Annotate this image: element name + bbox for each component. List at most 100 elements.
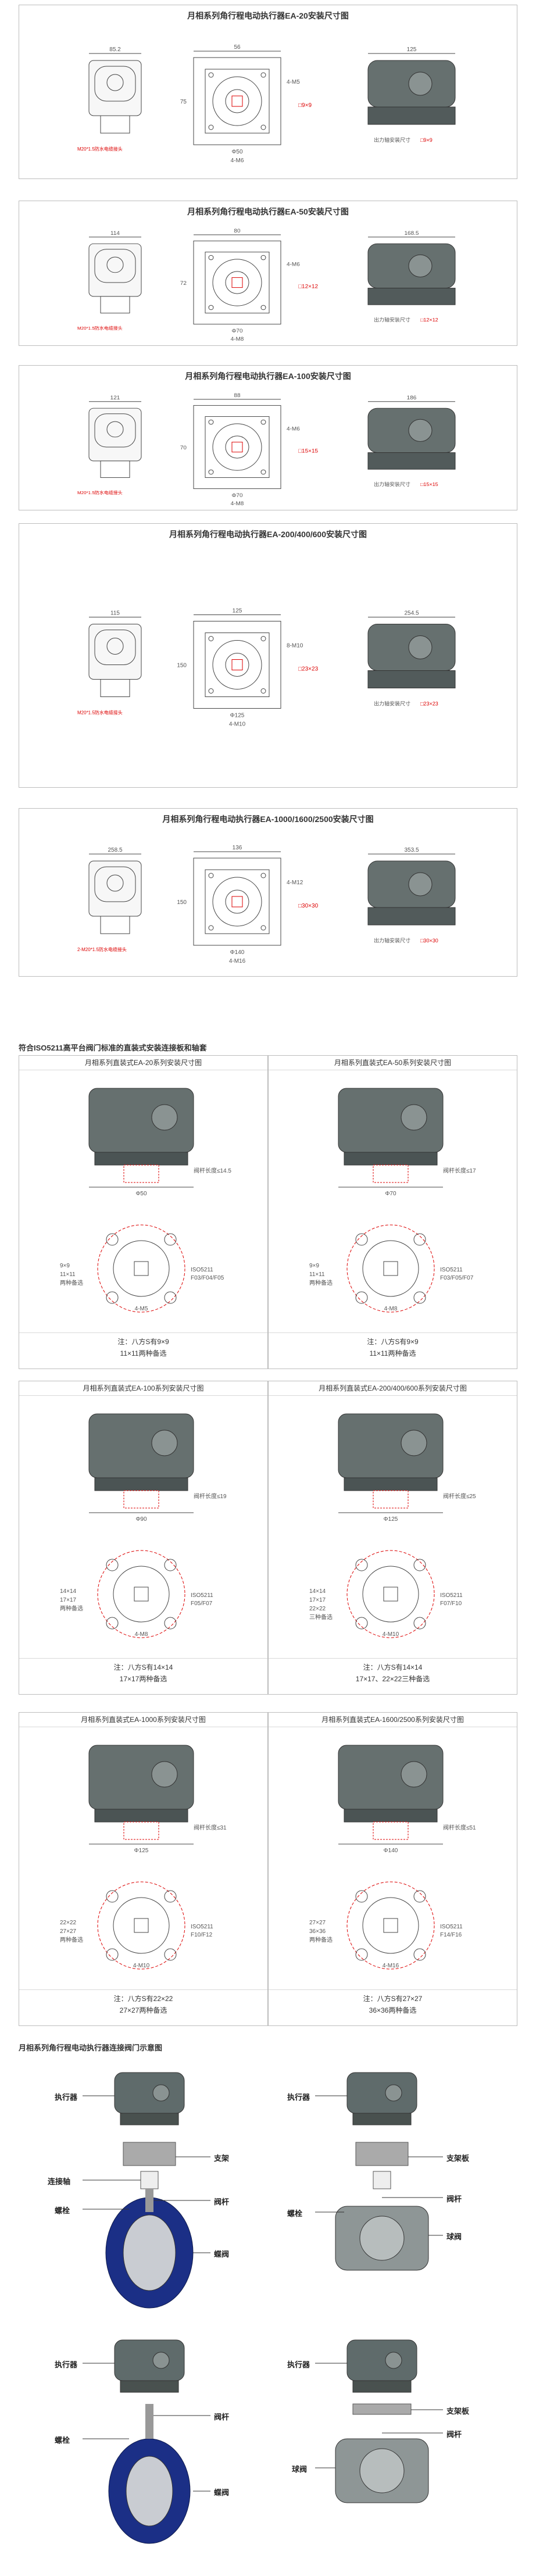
- panel-title: 月相系列角行程电动执行器EA-20安装尺寸图: [187, 11, 349, 20]
- dimension-drawing: 85.2 M20*1.5防水电缆接头 56 4-M5 Φ50 4-M6 75 □…: [77, 44, 456, 164]
- note-line-2: 11×11两种备选: [369, 1349, 416, 1357]
- dimension-panel: 月相系列角行程电动执行器EA-50安装尺寸图 114 M20*1.5防水电缆接头…: [19, 201, 517, 346]
- iso-cell: 月相系列直装式EA-1000系列安装尺寸图 Φ125 阀杆长度≤31 22×22…: [19, 1712, 268, 2026]
- side-view: 115 M20*1.5防水电缆接头: [77, 610, 142, 716]
- part-label-ball: 球阀: [292, 2465, 308, 2474]
- dim-length-label: 168.5: [404, 230, 419, 237]
- shaft-size-option: 22×22: [309, 1606, 326, 1612]
- dim-circle-label: Φ125: [230, 713, 245, 719]
- stem-length: 阀杆长度≤19: [194, 1492, 227, 1500]
- shaft-note-size: □15×15: [420, 481, 438, 487]
- shaft-note-size: □23×23: [420, 701, 438, 707]
- iso-flange-label: F07/F10: [440, 1600, 462, 1607]
- dimension-drawing: 115 M20*1.5防水电缆接头 125 8-M10 Φ125 4-M10 1…: [77, 608, 456, 728]
- shaft-size-option: 22×22: [60, 1920, 77, 1926]
- note-line-1: 注：八方S有14×14: [363, 1663, 423, 1671]
- shaft-size-option: 两种备选: [309, 1936, 333, 1943]
- shaft-size-option: 两种备选: [60, 1936, 83, 1943]
- shaft-size-option: 17×17: [309, 1597, 326, 1603]
- panel-title: 月相系列角行程电动执行器EA-1000/1600/2500安装尺寸图: [162, 814, 374, 824]
- dim-mount-label: 4-M10: [229, 721, 246, 728]
- iso-cell-title: 月相系列直装式EA-20系列安装尺寸图: [19, 1056, 267, 1070]
- stem-length: 阀杆长度≤17: [443, 1167, 476, 1174]
- shaft-size-option: 27×27: [309, 1920, 326, 1926]
- ball-assembly-1: [335, 2072, 429, 2271]
- shaft-size-label: □30×30: [298, 903, 319, 909]
- part-label-actuator: 执行器: [55, 2093, 78, 2102]
- iso-flange-label: ISO5211: [191, 1592, 213, 1599]
- panel-title: 月相系列角行程电动执行器EA-50安装尺寸图: [187, 207, 349, 216]
- iso-flange-label: F03/F05/F07: [440, 1275, 474, 1281]
- dim-width-label: 85.2: [109, 47, 121, 53]
- dim-width-label: 114: [110, 230, 120, 237]
- valve-section-title: 月相系列角行程电动执行器连接阀门示意图: [19, 2043, 163, 2052]
- perspective-view: 168.5 出力轴安装尺寸 □12×12: [367, 230, 456, 323]
- iso-flange-label: F05/F07: [191, 1600, 213, 1607]
- butterfly-assembly-2: [108, 2339, 191, 2544]
- part-label-stem: 阀杆: [446, 2430, 462, 2439]
- top-view: 136 4-M12 Φ140 4-M16 150: [177, 845, 303, 964]
- top-view: 80 4-M6 Φ70 4-M8 72: [180, 228, 300, 342]
- dim-bolt-label: 4-M5: [287, 79, 300, 85]
- part-label-actuator: 执行器: [55, 2360, 78, 2369]
- stem-length: 阀杆长度≤31: [194, 1824, 227, 1831]
- dim-length-label: 125: [407, 47, 417, 53]
- dim-mount-label: 4-M16: [229, 958, 246, 964]
- dimension-drawing: 121 M20*1.5防水电缆接头 88 4-M6 Φ70 4-M8 70 □1…: [77, 392, 456, 507]
- shaft-note: 出力轴安装尺寸: [374, 137, 410, 143]
- note-line-2: 11×11两种备选: [120, 1349, 167, 1357]
- iso-circle-top: Φ90: [135, 1516, 147, 1523]
- iso-circle-top: Φ125: [384, 1516, 398, 1523]
- shaft-size-label: □12×12: [298, 284, 318, 290]
- part-label-bolt: 螺栓: [287, 2209, 303, 2218]
- stem-length: 阀杆长度≤25: [443, 1492, 476, 1500]
- iso-bolts: 4-M16: [383, 1963, 399, 1969]
- dim-mount-label: 4-M8: [231, 336, 244, 342]
- dim-flange-label: 125: [233, 608, 242, 614]
- wiring-note: M20*1.5防水电缆接头: [77, 146, 123, 152]
- dimension-drawing: 258.5 2-M20*1.5防水电缆接头 136 4-M12 Φ140 4-M…: [77, 845, 456, 964]
- shaft-size-option: 两种备选: [309, 1279, 333, 1287]
- part-label-plate: 支架板: [446, 2154, 470, 2163]
- part-label-ball: 球阀: [446, 2232, 462, 2241]
- shaft-note-size: □12×12: [420, 317, 438, 323]
- part-label-bracket: 支架: [214, 2154, 230, 2163]
- dim-mount-label: 4-M8: [231, 501, 244, 507]
- wiring-note: M20*1.5防水电缆接头: [77, 710, 123, 716]
- part-label-stem: 阀杆: [214, 2198, 230, 2206]
- top-view: 56 4-M5 Φ50 4-M6 75: [180, 44, 300, 164]
- perspective-view: 254.5 出力轴安装尺寸 □23×23: [367, 610, 456, 707]
- shaft-size-option: 27×27: [60, 1928, 77, 1935]
- shaft-size-option: 14×14: [60, 1588, 77, 1595]
- iso-flange-label: ISO5211: [191, 1924, 213, 1930]
- shaft-note: 出力轴安装尺寸: [374, 316, 410, 323]
- dim-height-label: 70: [180, 445, 187, 451]
- dim-bolt-label: 4-M6: [287, 262, 300, 268]
- part-label-butterfly: 蝶阀: [214, 2488, 230, 2497]
- iso-circle-top: Φ50: [135, 1191, 147, 1197]
- iso-cell-title: 月相系列直装式EA-200/400/600系列安装尺寸图: [269, 1381, 517, 1396]
- note-line-1: 注：八方S有14×14: [113, 1663, 173, 1671]
- shaft-note-size: □9×9: [420, 137, 433, 143]
- dim-flange-label: 136: [233, 845, 242, 851]
- iso-bolts: 4-M8: [135, 1631, 148, 1638]
- shaft-callout: □12×12: [298, 284, 318, 290]
- part-label-coupling: 连接轴: [48, 2177, 71, 2186]
- note-line-2: 36×36两种备选: [369, 2006, 417, 2014]
- dim-bolt-label: 4-M6: [287, 426, 300, 433]
- iso-bolts: 4-M5: [135, 1306, 148, 1312]
- iso-drawing: Φ70 阀杆长度≤17 9×911×11两种备选ISO5211F03/F05/F…: [309, 1088, 476, 1313]
- shaft-size-option: 两种备选: [60, 1279, 83, 1287]
- divider: [19, 1989, 267, 1990]
- iso-flange-label: ISO5211: [191, 1267, 213, 1273]
- divider: [269, 1658, 517, 1659]
- iso-circle-top: Φ125: [134, 1848, 149, 1854]
- note-line-2: 27×27两种备选: [119, 2006, 167, 2014]
- iso-drawing: Φ140 阀杆长度≤51 27×2736×36两种备选ISO5211F14/F1…: [309, 1745, 476, 1970]
- iso-section-title: 符合ISO5211高平台阀门标准的直装式安装连接板和轴套: [19, 1044, 207, 1052]
- shaft-size-option: 两种备选: [60, 1605, 83, 1612]
